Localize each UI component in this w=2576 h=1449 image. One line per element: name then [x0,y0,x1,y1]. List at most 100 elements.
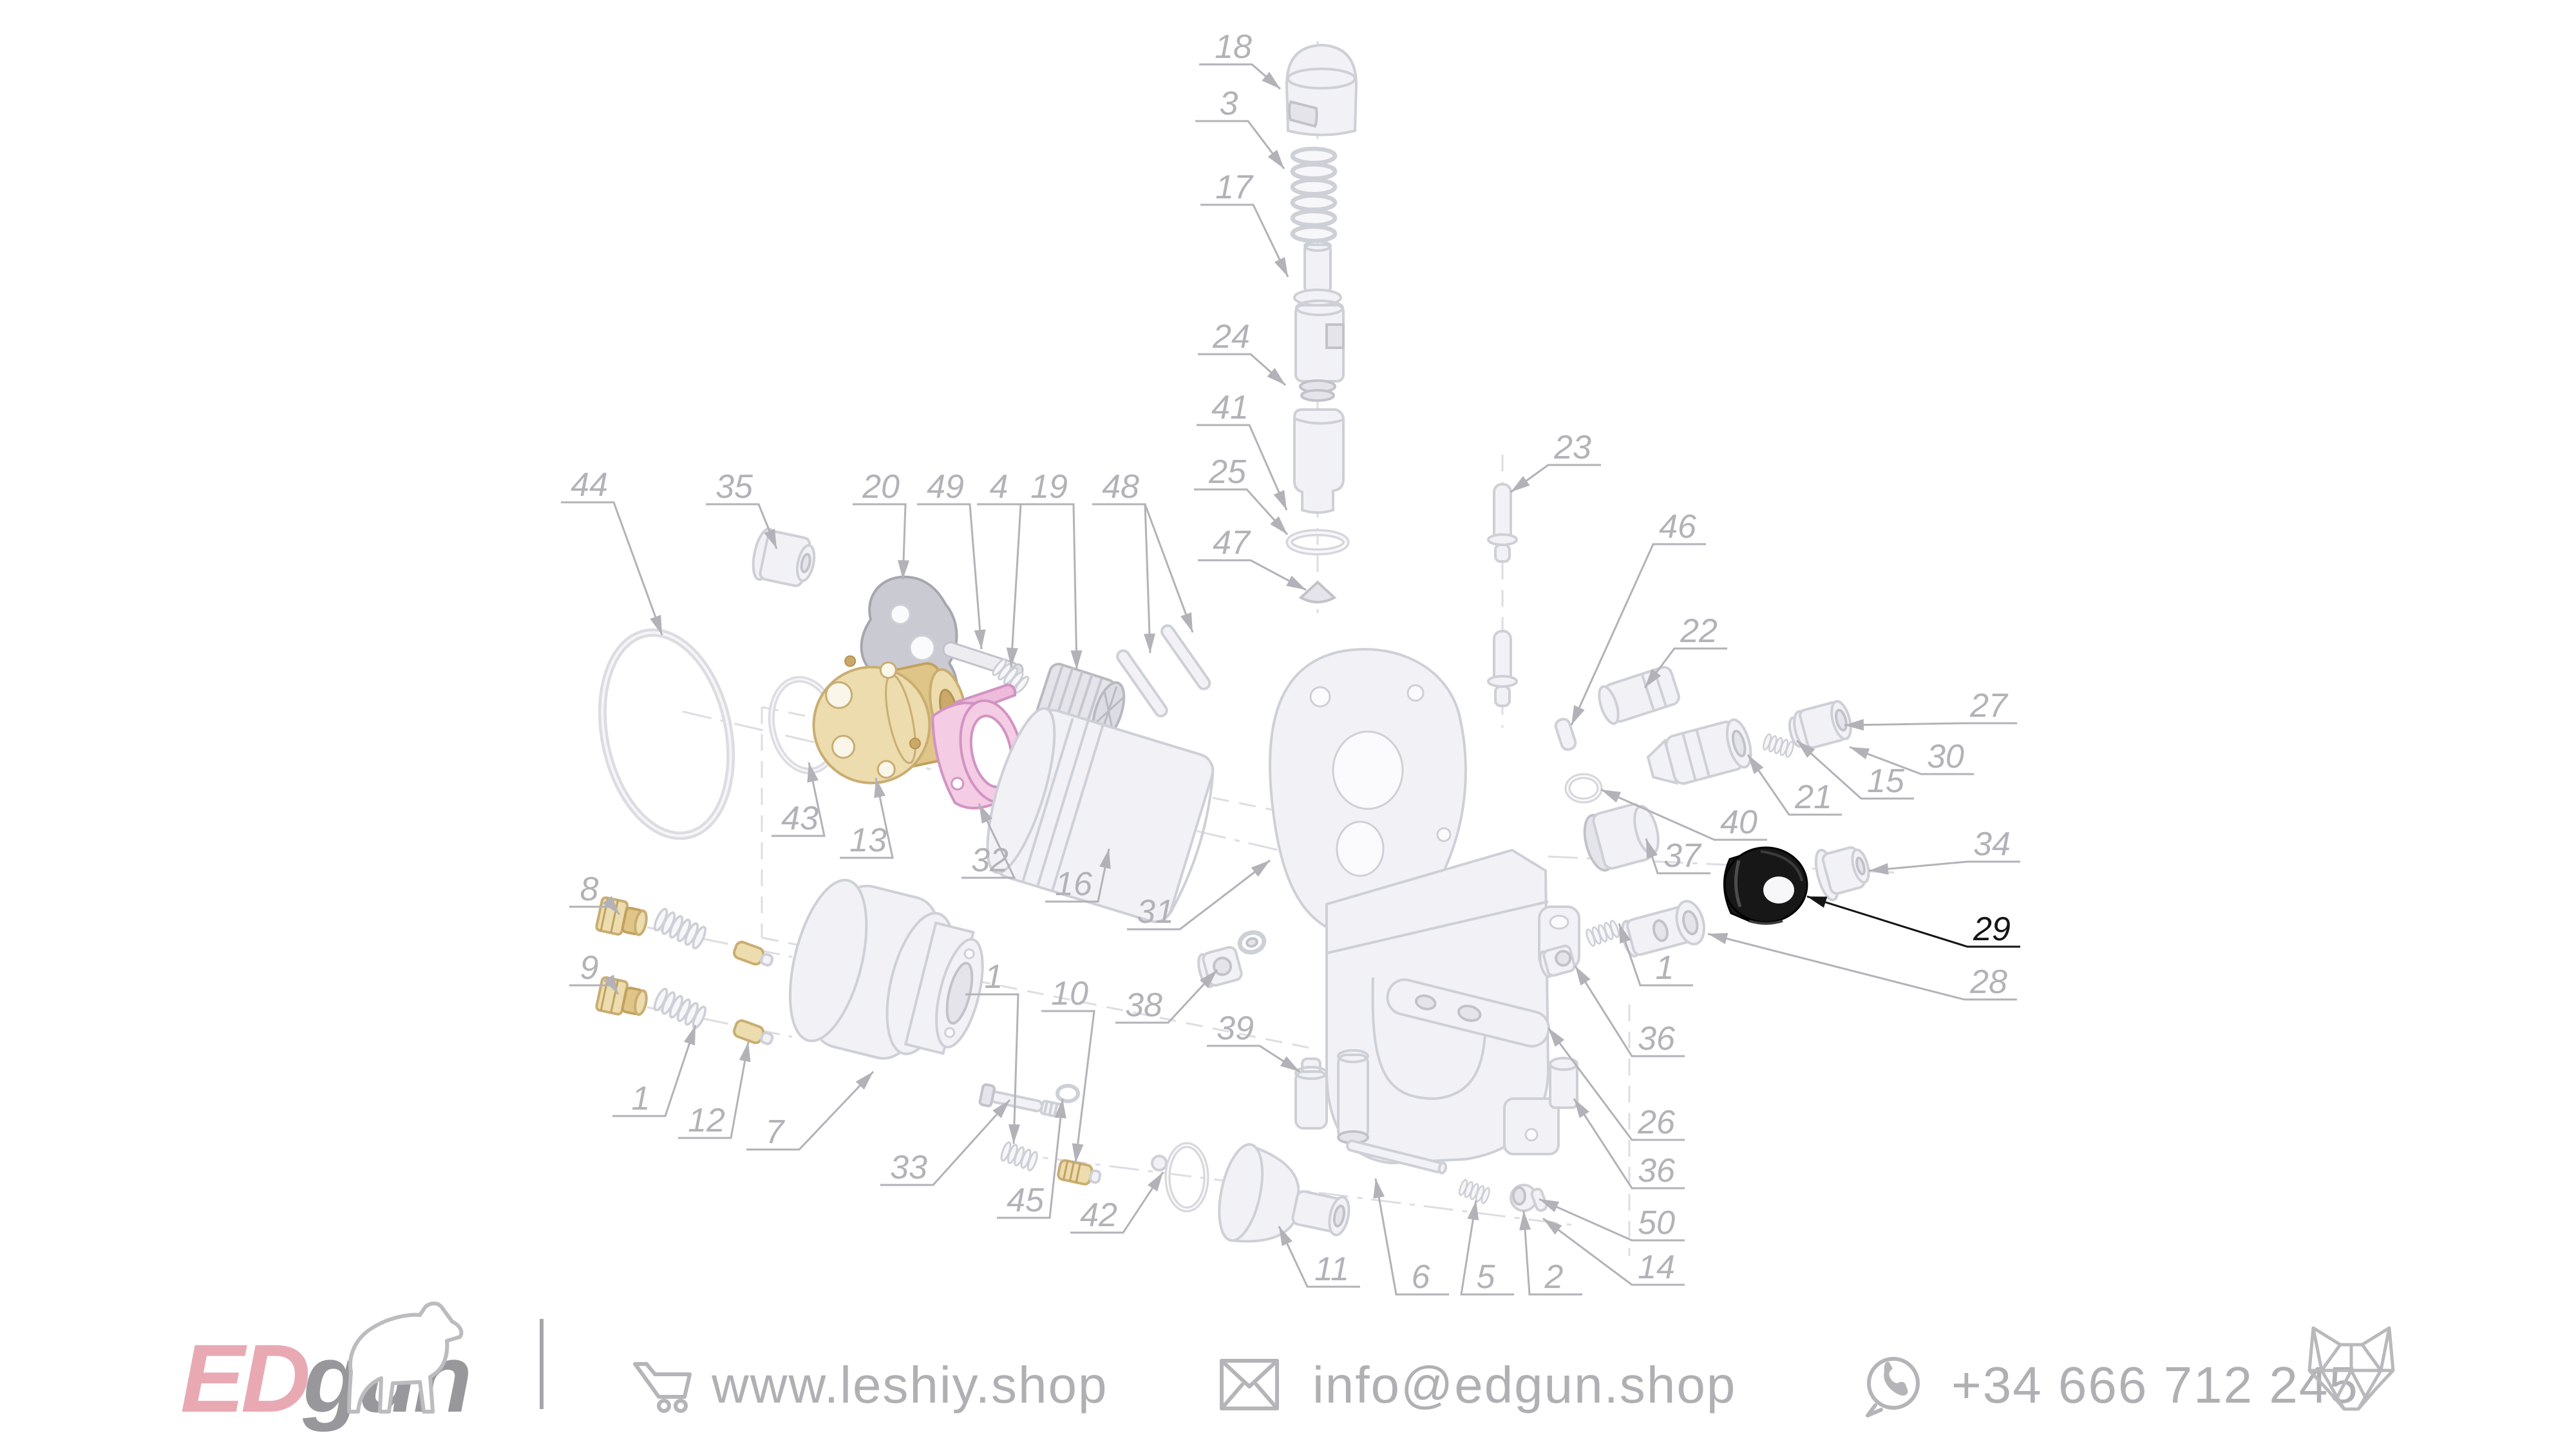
part-39-cylinders [1294,1049,1369,1144]
part-label-50: 50 [1638,1204,1675,1242]
leader-line [1600,788,1767,841]
callout-36-20: 36 [1574,965,1685,1057]
callout-2-52: 2 [1519,1210,1582,1296]
leader-arrowhead [1601,790,1622,803]
part-label-23: 23 [1553,429,1591,466]
callout-39-45: 39 [1207,1010,1300,1073]
leader-arrowhead [1511,476,1530,492]
part-label-36: 36 [1638,1152,1675,1189]
leader-line [1868,860,2020,872]
callout-4-29: 4 [977,468,1022,668]
leader-arrowhead [1619,923,1631,944]
leader-arrowhead [1251,860,1270,877]
leader-line [678,1041,750,1139]
callout-48-31: 48 [1092,468,1194,654]
leader-line [1618,923,1693,987]
leader-arrowhead [974,629,986,649]
leader-arrowhead [602,896,620,914]
leader-line [1198,353,1286,386]
part-label-33: 33 [890,1149,927,1186]
part-45-screw [978,1083,1063,1119]
callout-41-4: 41 [1197,389,1288,511]
callout-49-28: 49 [917,468,986,650]
part-label-43: 43 [781,800,819,837]
leader-arrowhead [1273,489,1287,510]
leader-arrowhead [1373,1179,1385,1199]
part-46-pin [1554,717,1577,751]
part-ball [1151,1155,1168,1171]
leader-arrowhead [1147,1172,1163,1191]
dog-logo [347,1302,464,1414]
leader-line [977,503,1022,668]
callout-27-10: 27 [1844,687,2017,731]
part-36-cylinder [1549,1057,1578,1109]
part-11-valve-body [1218,1143,1350,1243]
part-label-29: 29 [1973,911,2011,948]
callout-21-13: 21 [1747,754,1842,816]
callout-47-6: 47 [1198,524,1307,591]
part-8-spring [651,906,709,951]
part-label-48: 48 [1102,468,1139,506]
callout-14-24: 14 [1542,1217,1685,1286]
part-label-41: 41 [1211,389,1249,426]
leader-arrowhead [1807,896,1828,908]
part-label-28: 28 [1969,963,2007,1001]
leader-arrowhead [1519,1211,1531,1231]
leader-arrowhead [1797,741,1815,758]
part-label-25: 25 [1208,453,1247,491]
leader-arrowhead [1072,1143,1084,1163]
leader-arrowhead [1099,849,1111,869]
callout-24-3: 24 [1198,318,1286,386]
leader-line [965,993,1019,1144]
part-label-45: 45 [1007,1182,1045,1219]
leader-line [1539,1198,1685,1242]
part-label-1: 1 [1656,949,1674,987]
part-26-rail [1386,978,1550,1048]
part-36-screw [1539,944,1576,978]
leader-arrowhead [979,804,993,824]
leader-arrowhead [1180,612,1193,632]
callout-1-42: 1 [965,958,1020,1144]
callout-9-38: 9 [569,949,620,995]
part-label-9: 9 [580,949,599,987]
part-label-26: 26 [1637,1104,1675,1141]
part-6-rod [1346,1139,1448,1175]
leader-arrowhead [764,528,777,549]
leader-arrowhead [1708,933,1728,945]
part-label-38: 38 [1125,987,1162,1024]
leader-arrowhead [1574,1099,1589,1119]
callout-40-14: 40 [1600,788,1767,841]
leader-arrowhead [603,974,618,994]
callout-37-15: 37 [1645,837,1710,875]
phone-link[interactable]: +34 666 712 245 [1951,1356,2359,1414]
leader-arrowhead [874,778,886,799]
part-24-hammer [1294,299,1345,402]
part-label-6: 6 [1412,1258,1430,1296]
callout-12-40: 12 [678,1041,751,1139]
mail-icon [1220,1359,1279,1410]
leader-arrowhead [1543,1218,1562,1235]
part-label-14: 14 [1638,1249,1675,1286]
part-9-insert [732,1019,774,1045]
part-10-brass-screw [1057,1159,1102,1186]
callout-23-7: 23 [1510,429,1601,493]
leader-arrowhead [898,560,910,580]
website-link[interactable]: www.leshiy.shop [711,1356,1108,1414]
part-9-spring [651,986,709,1031]
leader-line [1849,746,1974,775]
leader-arrowhead [1571,705,1585,725]
callout-22-9: 22 [1643,612,1727,688]
part-label-5: 5 [1477,1258,1496,1296]
leader-line [1092,503,1151,654]
leader-line [1195,120,1285,169]
leader-arrowhead [1869,863,1889,875]
email-link[interactable]: info@edgun.shop [1312,1356,1736,1414]
callout-32-34: 32 [961,803,1016,879]
leader-line [1547,1027,1685,1141]
part-9-brass-plug [595,976,648,1016]
part-label-11: 11 [1314,1251,1349,1288]
leader-arrowhead [1748,755,1764,774]
leader-line [1041,1010,1095,1164]
footer-divider [540,1319,544,1409]
